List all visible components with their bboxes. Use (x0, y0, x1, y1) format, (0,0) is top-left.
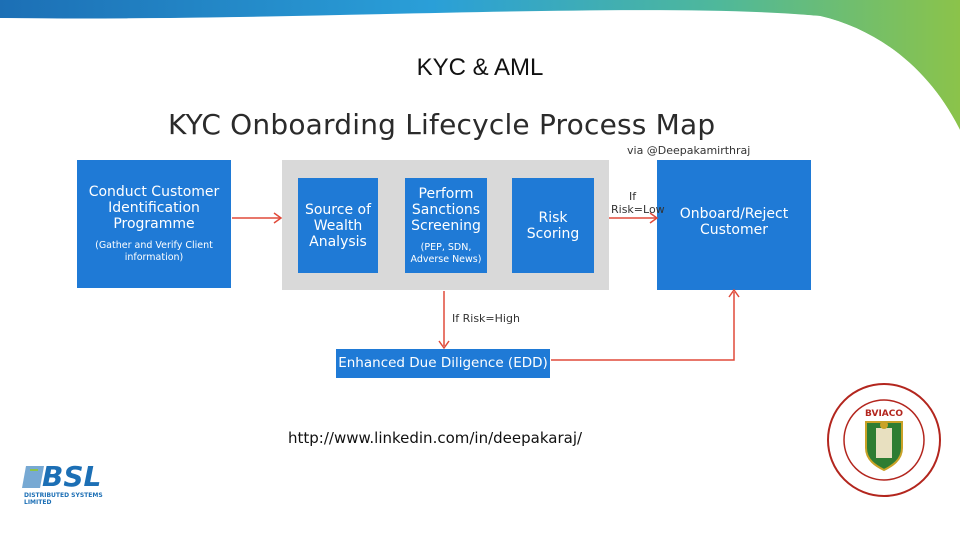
sanctions-title-3: Screening (411, 218, 481, 234)
risk-title-2: Scoring (526, 226, 580, 242)
connector-edd-to-onboard (551, 292, 735, 361)
label-risk-high: If Risk=High (452, 312, 520, 325)
cip-title-2: Identification (108, 200, 200, 216)
label-risk-low-2: Risk=Low (611, 203, 665, 216)
cip-box: Conduct Customer Identification Programm… (77, 160, 231, 288)
cip-sub-2: information) (124, 252, 184, 263)
risk-scoring-box: Risk Scoring (512, 178, 594, 273)
cip-title-3: Programme (113, 216, 195, 232)
sanctions-title-1: Perform (418, 186, 474, 202)
sow-title-3: Analysis (309, 234, 367, 250)
sanctions-title-2: Sanctions (411, 202, 481, 218)
sow-title-1: Source of (304, 202, 372, 218)
linkedin-url[interactable]: http://www.linkedin.com/in/deepakaraj/ (288, 429, 583, 447)
risk-title-1: Risk (538, 210, 568, 226)
bsl-logo: BSL DISTRIBUTED SYSTEMS LIMITED (20, 460, 130, 506)
bsl-logo-text: BSL (42, 460, 102, 493)
sow-title-2: Wealth (313, 218, 363, 234)
bsl-logo-mark (22, 466, 44, 488)
sanctions-screening-box: Perform Sanctions Screening (PEP, SDN, A… (405, 178, 487, 273)
onboard-reject-box: Onboard/Reject Customer (657, 160, 811, 290)
sanctions-sub-1: (PEP, SDN, (420, 242, 472, 253)
bviaco-seal-mark (827, 383, 941, 497)
diagram-credit: via @Deepakamirthraj (627, 144, 751, 157)
arrow-head-edd (438, 340, 450, 350)
edd-title: Enhanced Due Diligence (EDD) (338, 355, 548, 371)
onboard-title-2: Customer (699, 222, 768, 238)
label-risk-low-1: If (629, 190, 637, 203)
arrow-head-cip (273, 212, 283, 224)
edd-box: Enhanced Due Diligence (EDD) (336, 349, 550, 378)
source-of-wealth-box: Source of Wealth Analysis (298, 178, 378, 273)
slide-title: KYC & AML (416, 54, 544, 81)
diagram-title: KYC Onboarding Lifecycle Process Map (168, 108, 716, 141)
cip-sub-1: (Gather and Verify Client (95, 240, 213, 251)
sanctions-sub-2: Adverse News) (410, 254, 482, 265)
bviaco-seal: BVIACO (826, 382, 942, 498)
bsl-logo-caption: DISTRIBUTED SYSTEMS LIMITED (24, 492, 103, 506)
header-band (0, 0, 960, 140)
bviaco-seal-text: BVIACO (864, 409, 904, 419)
arrow-head-onboard-bottom (728, 288, 740, 298)
onboard-title-1: Onboard/Reject (679, 206, 789, 222)
label-risk-low: If Risk=Low (611, 190, 665, 216)
arrow-head-onboard (649, 212, 659, 224)
cip-title-1: Conduct Customer (88, 184, 220, 200)
